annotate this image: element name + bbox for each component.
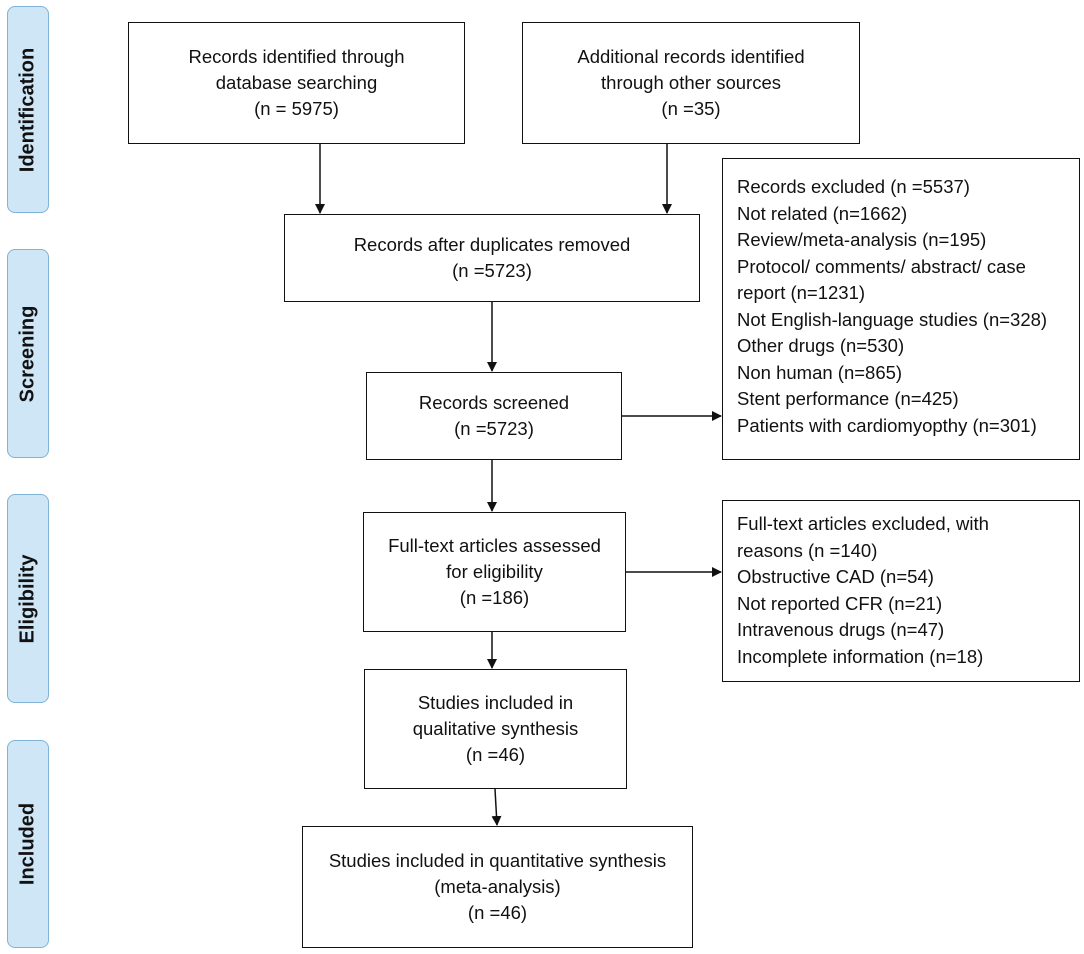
fulltext-excluded-line-5: Intravenous drugs (n=47) [737, 619, 945, 640]
records-excluded-line-9: Stent performance (n=425) [737, 388, 959, 409]
arrow-qualitative-to-quantitative [491, 788, 502, 826]
records-excluded-line-2: Not related (n=1662) [737, 202, 908, 224]
records-excluded-line-1: Records excluded (n =5537) [737, 176, 970, 197]
qualitative-synthesis-line-3: (n =46) [465, 744, 526, 765]
quantitative-synthesis-line-1: Studies included in quantitative synthes… [328, 850, 667, 871]
fulltext-excluded-line-4: Not reported CFR (n=21) [737, 592, 943, 614]
other-sources-line-2: through other sources [601, 72, 781, 93]
duplicates-removed-line-2: (n =5723) [452, 260, 532, 281]
records-screened-box: Records screened (n =5723) [366, 372, 622, 460]
fulltext-assessed-box: Full-text articles assessed for eligibil… [363, 512, 626, 632]
records-excluded-line-6: Not English-language studies (n=328) [737, 308, 1048, 330]
database-search-box: Records identified through database sear… [128, 22, 465, 144]
fulltext-excluded-line-6: Incomplete information (n=18) [737, 645, 984, 667]
fulltext-excluded-line-1: Full-text articles excluded, with [737, 513, 989, 534]
fulltext-assessed-line-1: Full-text articles assessed [388, 535, 601, 556]
fulltext-excluded-line-2: reasons (n =140) [737, 539, 878, 561]
fulltext-excluded-line-3: Obstructive CAD (n=54) [737, 566, 934, 587]
database-search-line-1: Records identified through [188, 46, 405, 67]
phase-eligibility: Eligibility [7, 494, 49, 703]
duplicates-removed-line-1: Records after duplicates removed [353, 234, 631, 255]
records-excluded-line-10: Patients with cardiomyopthy (n=301) [737, 414, 1037, 436]
other-sources-line-3: (n =35) [661, 98, 721, 119]
records-excluded-line-3: Review/meta-analysis (n=195) [737, 229, 987, 250]
other-sources-box: Additional records identified through ot… [522, 22, 860, 144]
phase-identification: Identification [7, 6, 49, 213]
records-screened-line-2: (n =5723) [454, 418, 534, 439]
other-sources-line-1: Additional records identified [577, 46, 805, 67]
fulltext-assessed-line-2: for eligibility [446, 561, 543, 582]
qualitative-synthesis-box: Studies included in qualitative synthesi… [364, 669, 627, 789]
fulltext-assessed-line-3: (n =186) [459, 587, 530, 608]
records-excluded-line-8: Non human (n=865) [737, 361, 903, 383]
records-excluded-box: Records excluded (n =5537) Not related (… [722, 158, 1080, 460]
records-screened-line-1: Records screened [418, 392, 570, 413]
records-excluded-line-4: Protocol/ comments/ abstract/ case [737, 255, 1026, 277]
phase-screening: Screening [7, 249, 49, 458]
duplicates-removed-box: Records after duplicates removed (n =572… [284, 214, 700, 302]
phase-included: Included [7, 740, 49, 948]
quantitative-synthesis-line-3: (n =46) [467, 902, 528, 923]
database-search-line-3: (n = 5975) [254, 98, 339, 119]
quantitative-synthesis-box: Studies included in quantitative synthes… [302, 826, 693, 948]
records-excluded-line-5: report (n=1231) [737, 282, 866, 303]
fulltext-excluded-box: Full-text articles excluded, with reason… [722, 500, 1080, 682]
qualitative-synthesis-line-1: Studies included in [417, 692, 574, 713]
database-search-line-2: database searching [215, 72, 378, 93]
qualitative-synthesis-line-2: qualitative synthesis [412, 718, 579, 739]
records-excluded-line-7: Other drugs (n=530) [737, 335, 905, 356]
quantitative-synthesis-line-2: (meta-analysis) [434, 876, 561, 897]
